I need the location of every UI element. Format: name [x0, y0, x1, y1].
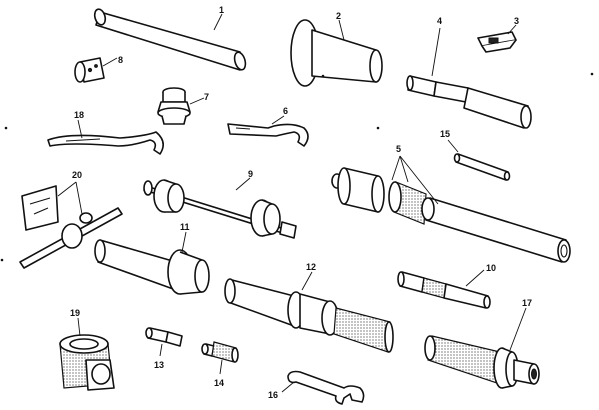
tool-12-stepped-drift: 12: [224, 262, 394, 353]
label-10: 10: [486, 263, 496, 273]
tool-15-pin: 15: [440, 129, 511, 181]
label-19: 19: [70, 308, 80, 318]
tool-2-flanged-sleeve: 2: [290, 11, 383, 87]
tool-8-bush: 8: [74, 55, 123, 83]
label-14: 14: [214, 378, 224, 388]
label-4: 4: [437, 16, 442, 26]
label-1: 1: [219, 5, 224, 15]
label-15: 15: [440, 129, 450, 139]
tool-18-c-spanner: 18: [47, 110, 164, 155]
label-9: 9: [248, 169, 253, 179]
label-2: 2: [336, 11, 341, 21]
label-13: 13: [154, 360, 164, 370]
label-12: 12: [306, 262, 316, 272]
tool-19-socket: 19: [59, 308, 115, 391]
scan-specks: [0, 72, 594, 262]
label-16: 16: [268, 390, 278, 400]
label-5: 5: [396, 144, 401, 154]
tool-14-knurled-pin: 14: [201, 341, 239, 388]
tool-6-hook-spanner: 6: [227, 106, 309, 147]
tool-10-knurled-pin: 10: [397, 263, 496, 309]
tool-4-stepped-pin: 4: [406, 16, 532, 129]
label-11: 11: [180, 222, 190, 232]
label-20: 20: [72, 170, 82, 180]
tool-3-clip: 3: [477, 16, 519, 53]
tool-17-knurled-drift: 17: [424, 298, 540, 389]
label-6: 6: [283, 106, 288, 116]
tool-9-extractor: 9: [143, 169, 297, 239]
label-7: 7: [204, 92, 209, 102]
tool-7-adaptor: 7: [157, 87, 209, 125]
label-17: 17: [522, 298, 532, 308]
tool-13-small-pin: 13: [145, 327, 183, 370]
tool-16-spanner: 16: [268, 370, 365, 405]
label-18: 18: [74, 110, 84, 120]
label-8: 8: [118, 55, 123, 65]
tool-20-plate-and-rod: 20: [19, 170, 123, 269]
tool-5-assembly: 5: [331, 144, 571, 263]
tool-1-drift: 1: [93, 5, 247, 71]
label-3: 3: [514, 16, 519, 26]
tool-11-flanged-drift: 11: [94, 222, 210, 295]
